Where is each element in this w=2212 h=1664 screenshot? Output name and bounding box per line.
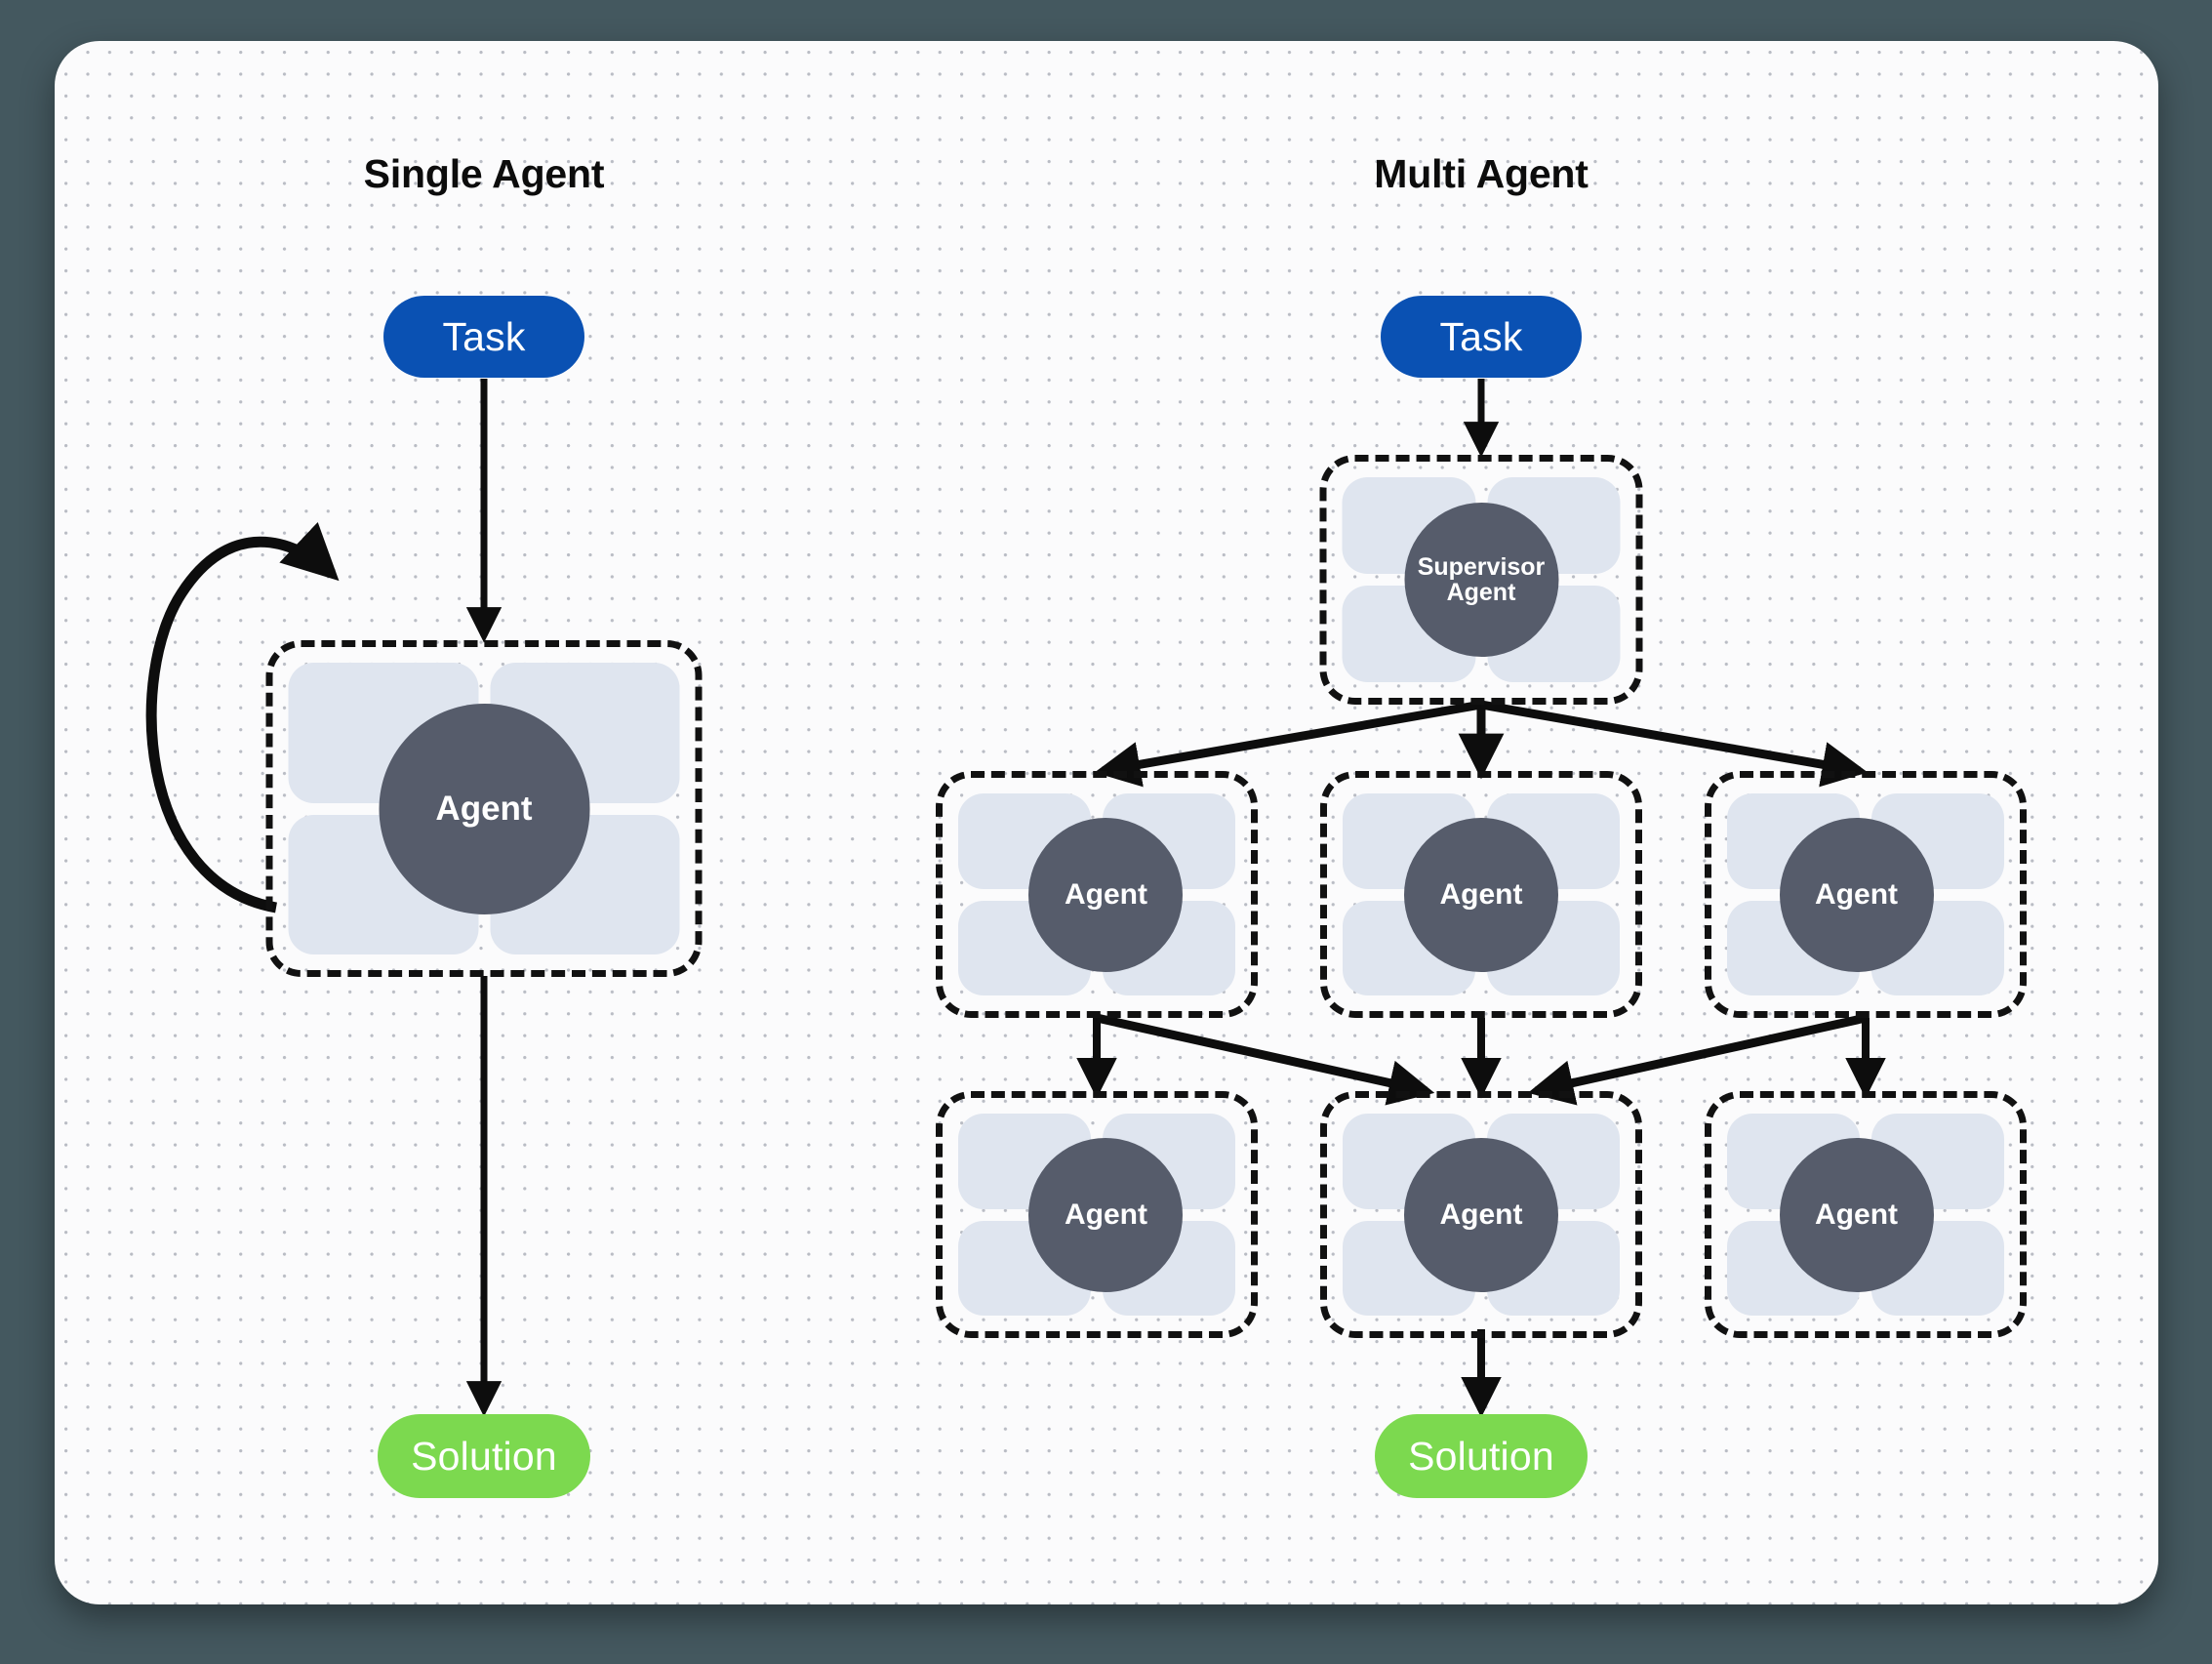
agent-group-bottom-right[interactable]: Agent [1705, 1091, 2027, 1338]
panel-title-single-agent: Single Agent [363, 151, 605, 196]
supervisor-label-line1: Supervisor [1417, 552, 1546, 581]
agent-circle-mid-center[interactable]: Agent [1404, 817, 1558, 972]
panel-title-multi-agent: Multi Agent [1374, 151, 1589, 196]
supervisor-label-line2: Agent [1446, 579, 1516, 606]
agent-group-bottom-left[interactable]: Agent [936, 1091, 1258, 1338]
agent-circle-bottom-right[interactable]: Agent [1779, 1137, 1934, 1292]
solution-pill-multi[interactable]: Solution [1375, 1414, 1588, 1498]
agent-circle-mid-left[interactable]: Agent [1028, 817, 1184, 972]
agent-circle-single[interactable]: Agent [379, 703, 589, 914]
agent-group-mid-center[interactable]: Agent [1320, 771, 1642, 1018]
agent-group-supervisor[interactable]: Supervisor Agent [1319, 455, 1643, 705]
agent-group-mid-left[interactable]: Agent [936, 771, 1258, 1018]
solution-pill-single[interactable]: Solution [378, 1414, 590, 1498]
agent-circle-mid-right[interactable]: Agent [1779, 817, 1934, 972]
supervisor-agent-circle[interactable]: Supervisor Agent [1404, 503, 1558, 657]
agent-circle-bottom-left[interactable]: Agent [1028, 1137, 1184, 1292]
agent-group-single[interactable]: Agent [265, 640, 703, 977]
task-pill-multi[interactable]: Task [1381, 296, 1582, 378]
agent-circle-bottom-center[interactable]: Agent [1404, 1137, 1558, 1292]
agent-group-bottom-center[interactable]: Agent [1320, 1091, 1642, 1338]
task-pill-single[interactable]: Task [383, 296, 584, 378]
agent-tile-grid [1727, 793, 2004, 995]
agent-group-mid-right[interactable]: Agent [1705, 771, 2027, 1018]
